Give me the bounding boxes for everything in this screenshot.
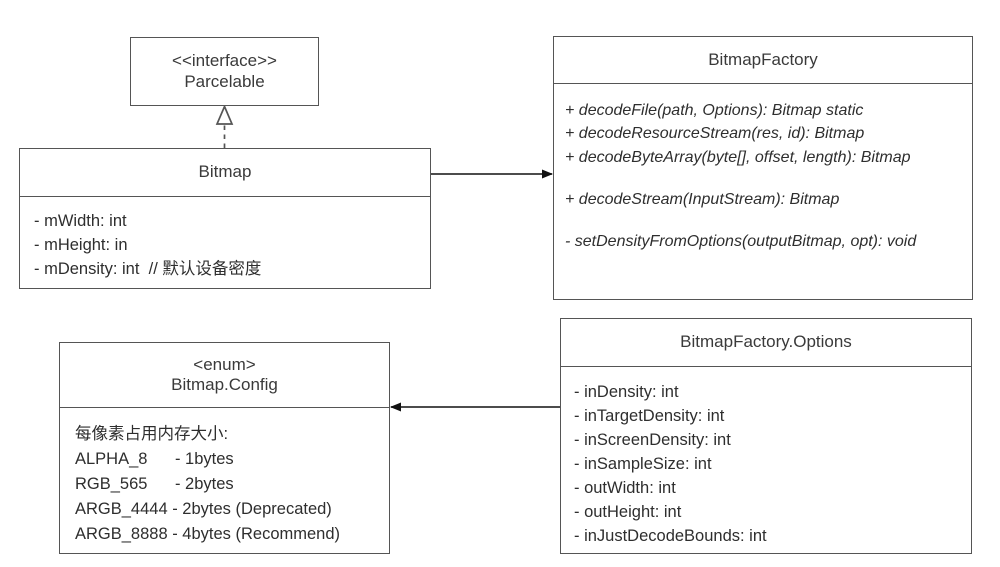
- bitmapfactory-method: + decodeByteArray(byte[], offset, length…: [565, 148, 911, 166]
- bitmapfactory-method: + decodeFile(path, Options): Bitmap stat…: [565, 102, 864, 119]
- bitmapfactory-methods: + decodeFile(path, Options): Bitmap stat…: [554, 84, 972, 299]
- class-box-bitmapfactory[interactable]: BitmapFactory + decodeFile(path, Options…: [553, 36, 973, 300]
- bitmap-attribute: - mHeight: in: [34, 236, 128, 255]
- bitmap-attribute: - mWidth: int: [34, 212, 127, 230]
- bitmapfactory-options-attribute: - outHeight: int: [574, 503, 682, 522]
- parcelable-name: Parcelable: [184, 71, 265, 91]
- bitmapfactory-options-attribute: - inJustDecodeBounds: int: [574, 527, 767, 546]
- bitmapfactory-options-header: BitmapFactory.Options: [561, 319, 971, 367]
- bitmap-config-name: Bitmap.Config: [171, 375, 278, 394]
- class-box-parcelable[interactable]: <<interface>> Parcelable: [130, 37, 319, 106]
- class-box-bitmap-config[interactable]: <enum> Bitmap.Config 每像素占用内存大小: ALPHA_8 …: [59, 342, 390, 554]
- bitmapfactory-options-attribute: - inSampleSize: int: [574, 455, 712, 474]
- bitmap-config-value: RGB_565 - 2bytes: [75, 475, 234, 494]
- class-box-bitmapfactory-options[interactable]: BitmapFactory.Options - inDensity: int -…: [560, 318, 972, 554]
- bitmapfactory-options-attribute: - inScreenDensity: int: [574, 431, 731, 450]
- bitmap-name: Bitmap: [198, 162, 252, 182]
- parcelable-stereotype: <<interface>>: [172, 51, 277, 71]
- bitmapfactory-options-attribute: - inTargetDensity: int: [574, 407, 725, 426]
- bitmapfactory-options-attribute: - outWidth: int: [574, 479, 676, 498]
- bitmap-config-note: 每像素占用内存大小:: [75, 425, 229, 443]
- bitmap-config-value: ARGB_8888 - 4bytes (Recommend): [75, 525, 341, 544]
- bitmap-config-value: ARGB_4444 - 2bytes (Deprecated): [75, 500, 332, 519]
- bitmap-config-value: ALPHA_8 - 1bytes: [75, 450, 234, 469]
- bitmap-config-values: 每像素占用内存大小: ALPHA_8 - 1bytes RGB_565 - 2b…: [60, 408, 389, 553]
- bitmapfactory-header: BitmapFactory: [554, 37, 972, 84]
- bitmapfactory-method: + decodeStream(InputStream): Bitmap: [565, 191, 840, 209]
- class-box-bitmap[interactable]: Bitmap - mWidth: int - mHeight: in - mDe…: [19, 148, 431, 289]
- bitmapfactory-method: + decodeResourceStream(res, id): Bitmap: [565, 125, 865, 143]
- connector-bitmap-implements-parcelable: [215, 104, 234, 148]
- bitmap-attributes: - mWidth: int - mHeight: in - mDensity: …: [20, 197, 430, 288]
- bitmap-header: Bitmap: [20, 149, 430, 197]
- bitmapfactory-options-attributes: - inDensity: int - inTargetDensity: int …: [561, 367, 971, 553]
- bitmap-attribute: - mDensity: int // 默认设备密度: [34, 260, 262, 279]
- bitmapfactory-method: - setDensityFromOptions(outputBitmap, op…: [565, 233, 917, 251]
- bitmap-config-header: <enum> Bitmap.Config: [60, 343, 389, 408]
- bitmapfactory-options-attribute: - inDensity: int: [574, 383, 679, 401]
- bitmapfactory-name: BitmapFactory: [708, 49, 818, 69]
- bitmapfactory-options-name: BitmapFactory.Options: [680, 332, 852, 352]
- bitmap-config-stereotype: <enum>: [193, 354, 256, 374]
- parcelable-header: <<interface>> Parcelable: [131, 38, 318, 105]
